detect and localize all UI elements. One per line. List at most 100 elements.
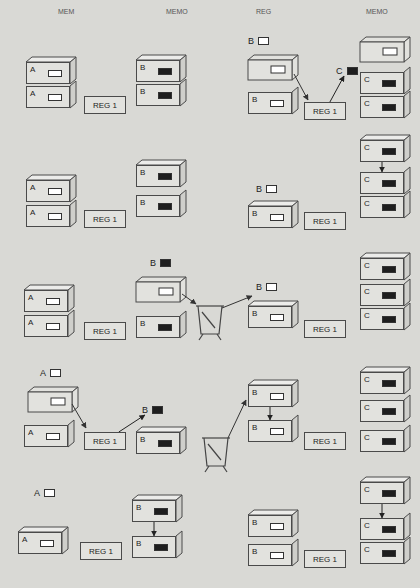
card-label (46, 433, 60, 440)
card-label (382, 80, 396, 87)
drawer-face (404, 91, 410, 118)
drawer-letter: B (256, 282, 262, 292)
drawer-box: A (24, 425, 68, 447)
drawer-box: B (132, 536, 176, 558)
card-label (347, 67, 358, 75)
drawer-letter: A (28, 293, 33, 302)
card-label (270, 314, 284, 321)
drawer-letter: C (364, 261, 370, 270)
drawer-letter: C (336, 66, 343, 76)
drawer-box: C (360, 518, 404, 540)
register-box: REG 1 (84, 96, 126, 114)
register-box: REG 1 (304, 102, 346, 120)
moved-item: A (40, 368, 61, 378)
drawer-face (180, 190, 186, 217)
register-name: REG 1 (313, 325, 337, 334)
card-label (382, 148, 396, 155)
register-name: REG 1 (313, 107, 337, 116)
drawer-box: A (26, 86, 70, 108)
card-label (270, 552, 284, 559)
card-label (158, 68, 172, 75)
drawer-face (404, 425, 410, 452)
card-label (158, 92, 172, 99)
drawer-box: C (360, 284, 404, 306)
drawer-box: C (360, 172, 404, 194)
drawer-faces (18, 55, 410, 566)
drawer-letter: B (140, 198, 145, 207)
card-label (270, 214, 284, 221)
drawer-face (70, 200, 76, 227)
move-arrow (270, 407, 271, 420)
drawer-face (70, 81, 76, 108)
register-name: REG 1 (93, 437, 117, 446)
register-name: REG 1 (93, 327, 117, 336)
drawer-face (176, 531, 182, 558)
drawer-letter: B (136, 539, 141, 548)
drawer-face (404, 279, 410, 306)
drawer-face (404, 167, 410, 194)
drawer-letter: C (364, 311, 370, 320)
drawer-face (68, 420, 74, 447)
moved-item: B (256, 282, 277, 292)
card-label (154, 508, 168, 515)
card-label (382, 438, 396, 445)
drawer-box: B (136, 316, 180, 338)
drawer-box: B (136, 195, 180, 217)
drawer-box: B (132, 500, 176, 522)
drawer-box: C (360, 430, 404, 452)
card-label (46, 323, 60, 330)
drawer-box: C (360, 72, 404, 94)
drawer-box: A (18, 532, 62, 554)
register-box: REG 1 (304, 550, 346, 568)
drawer-letter: A (40, 368, 46, 378)
drawer-letter: A (30, 89, 35, 98)
moved-item: B (256, 184, 277, 194)
drawer-box: A (26, 62, 70, 84)
register-box: REG 1 (84, 322, 126, 340)
drawer-letter: C (364, 375, 370, 384)
move-arrow (330, 76, 344, 102)
register-box: REG 1 (304, 320, 346, 338)
drawer-box: B (248, 306, 292, 328)
card-label (158, 203, 172, 210)
drawer-box: C (360, 372, 404, 394)
register-box: REG 1 (84, 432, 126, 450)
drawer-box: C (360, 196, 404, 218)
card-label (382, 526, 396, 533)
drawer-letter: A (30, 65, 35, 74)
card-label (382, 104, 396, 111)
register-box: REG 1 (304, 212, 346, 230)
card-label (258, 37, 269, 45)
drawer-box: C (360, 542, 404, 564)
drawer-letter: B (252, 518, 257, 527)
register-name: REG 1 (93, 215, 117, 224)
drawer-letter: B (252, 388, 257, 397)
drawer-face (68, 310, 74, 337)
card-label (382, 380, 396, 387)
card-label (382, 204, 396, 211)
drawer-box: B (136, 165, 180, 187)
drawer-face (292, 87, 298, 114)
register-box: REG 1 (80, 542, 122, 560)
drawer-face (292, 415, 298, 442)
card-label (270, 393, 284, 400)
column-heading: MEMO (166, 8, 188, 16)
register-name: REG 1 (93, 101, 117, 110)
drawer-box: A (24, 290, 68, 312)
drawer-face (404, 67, 410, 94)
drawer-box: B (248, 206, 292, 228)
card-label (382, 316, 396, 323)
drawer-letter: C (364, 175, 370, 184)
moved-item: C (336, 66, 358, 76)
decor-arrows (72, 74, 308, 438)
card-label (48, 188, 62, 195)
card-label (160, 259, 171, 267)
drawer-letter: C (364, 99, 370, 108)
drawer-face (404, 303, 410, 330)
drawer-letter: B (252, 95, 257, 104)
drawer-box: B (248, 544, 292, 566)
drawer-box: B (248, 420, 292, 442)
card-label (48, 94, 62, 101)
drawer-letter: A (28, 428, 33, 437)
drawer-letter: C (364, 403, 370, 412)
